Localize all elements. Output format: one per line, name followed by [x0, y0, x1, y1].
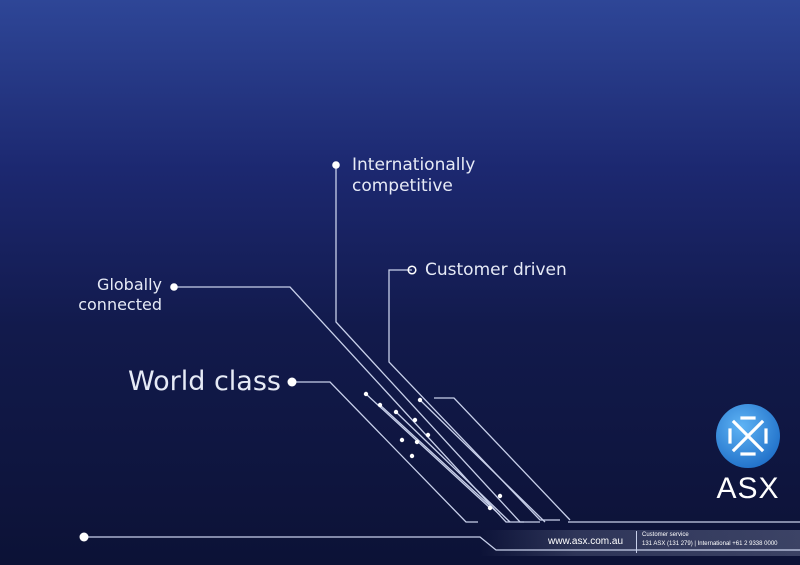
node-dot [393, 409, 399, 415]
fan-line-4 [419, 399, 546, 523]
label-customer-driven: Customer driven [425, 260, 567, 280]
label-internationally-competitive: Internationally competitive [352, 155, 475, 198]
node-dot [414, 439, 420, 445]
node-dot [363, 391, 369, 397]
fan-line-2 [379, 404, 501, 516]
node-dot [487, 505, 493, 511]
label-globally-connected: Globally connected [73, 275, 162, 315]
connector-world [292, 381, 478, 523]
asx-emblem-icon [716, 404, 780, 468]
label-line: Globally [97, 275, 162, 294]
label-world-class: World class [128, 366, 281, 397]
footer-divider [636, 531, 637, 553]
footer-band [480, 530, 800, 556]
fan-line-1 [365, 393, 491, 509]
node-dot [497, 493, 503, 499]
dot-world [287, 377, 297, 387]
dot-customer [407, 265, 417, 275]
label-line: connected [78, 295, 162, 314]
dot-internationally [332, 161, 340, 169]
node-dot [425, 432, 431, 438]
fan-line-5 [434, 397, 571, 521]
node-dot [412, 417, 418, 423]
label-line: Internationally [352, 155, 476, 175]
website-link[interactable]: www.asx.com.au [548, 536, 624, 547]
node-dot [399, 437, 405, 443]
customer-service-numbers: 131 ASX (131 279) | International +61 2 … [642, 541, 778, 547]
connector-globally [174, 286, 524, 523]
connector-internationally [335, 165, 540, 523]
node-dot [377, 402, 383, 408]
label-line: competitive [352, 176, 453, 197]
dot-globally [170, 283, 178, 291]
dot-bottom [79, 532, 89, 542]
asx-logo: ASX [714, 402, 782, 505]
fan-line-3 [395, 411, 511, 523]
bottom-line [84, 536, 800, 551]
node-dot [417, 397, 423, 403]
customer-service-title: Customer service [642, 532, 689, 538]
connector-customer [388, 269, 560, 521]
node-dot [409, 453, 415, 459]
asx-wordmark: ASX [716, 472, 780, 505]
